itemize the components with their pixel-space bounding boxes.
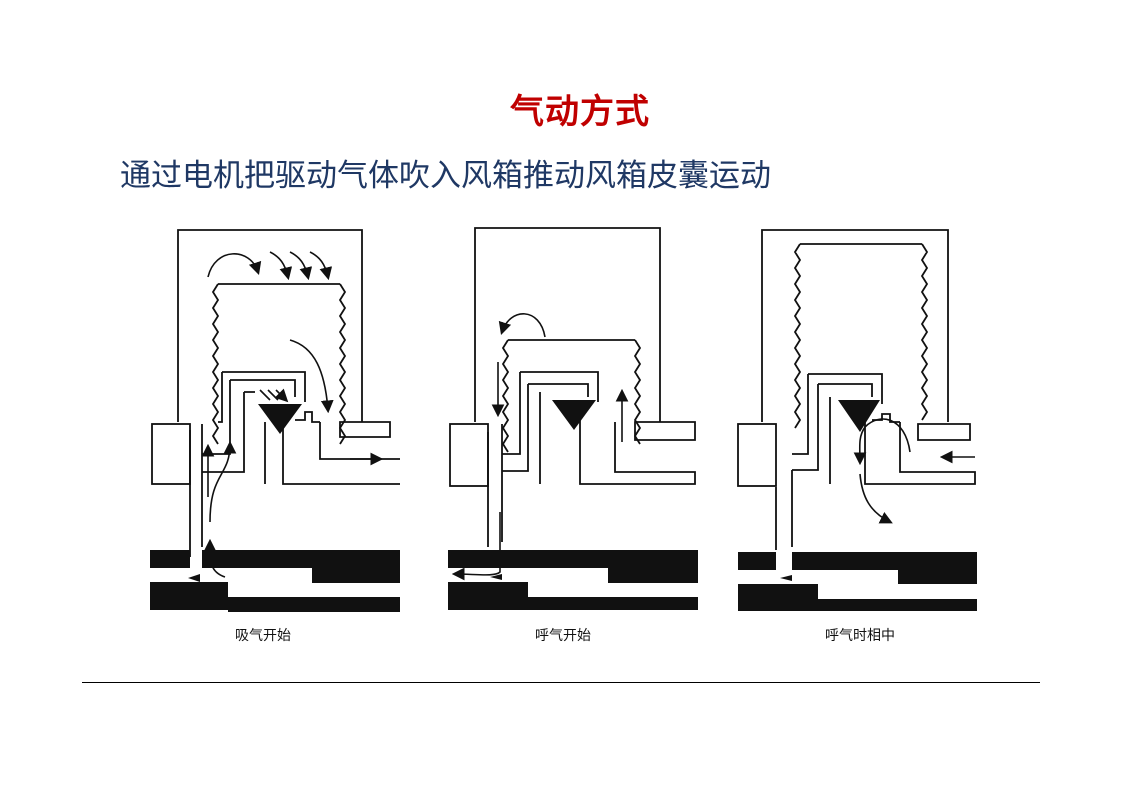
bellows-left bbox=[211, 283, 220, 445]
caption-inhalation-start: 吸气开始 bbox=[235, 628, 291, 644]
base-block bbox=[150, 550, 400, 612]
caption-mid-exhalation: 呼气时相中 bbox=[825, 628, 895, 644]
diagram-exhalation-start: 呼气开始 bbox=[440, 222, 700, 644]
slide-title: 气动方式 bbox=[510, 92, 650, 132]
caption-exhalation-start: 呼气开始 bbox=[535, 628, 591, 644]
bellows-diagram-3 bbox=[737, 229, 977, 611]
footer-divider bbox=[82, 682, 1040, 683]
slide-subtitle: 通过电机把驱动气体吹入风箱推动风箱皮囊运动 bbox=[120, 158, 771, 194]
diagram-mid-exhalation: 呼气时相中 bbox=[730, 222, 990, 644]
housing bbox=[177, 229, 363, 422]
bellows-diagram-2 bbox=[448, 227, 698, 610]
diagram-inhalation-start: 吸气开始 bbox=[140, 222, 400, 644]
bellows-right bbox=[338, 283, 347, 445]
bellows-diagram-1 bbox=[150, 229, 400, 612]
